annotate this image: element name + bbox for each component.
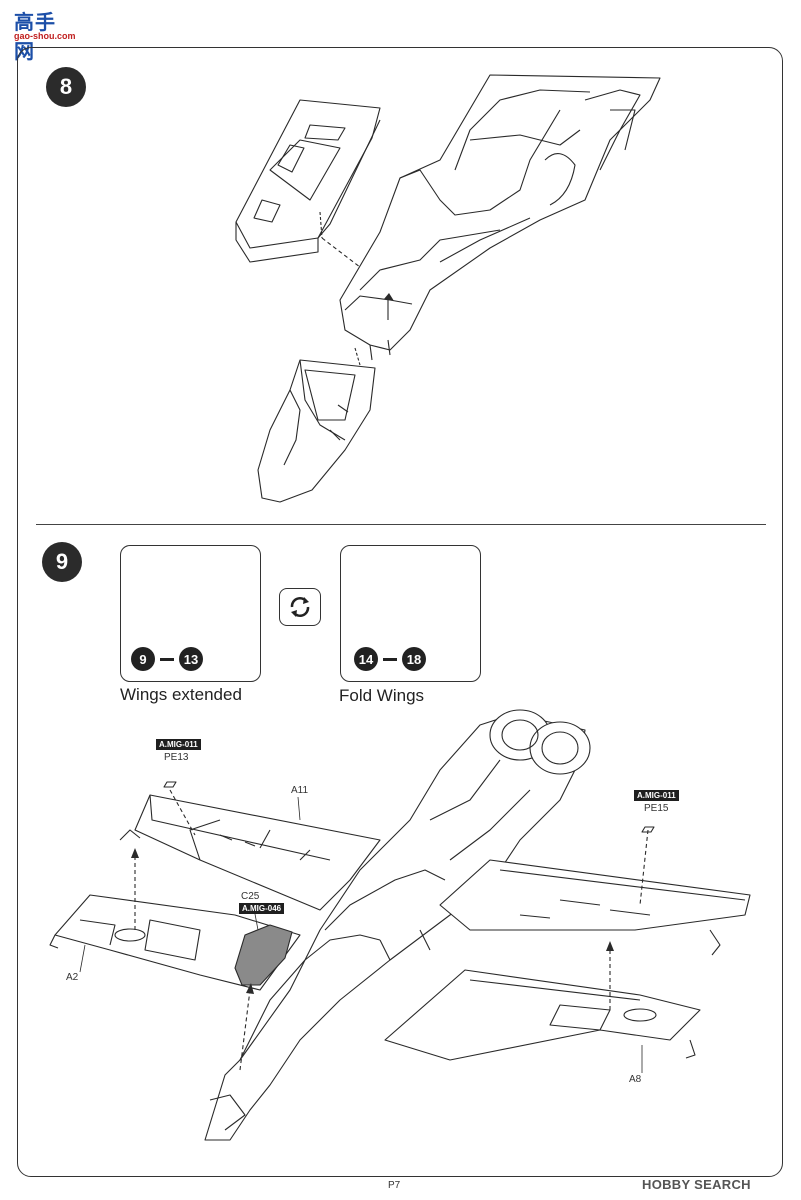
caption-wings-extended: Wings extended	[120, 685, 242, 704]
watermark-site-text: gao-shou.com	[14, 31, 76, 41]
label-pe13: PE13	[164, 752, 189, 763]
nose-section	[257, 347, 376, 503]
label-a11: A11	[291, 785, 309, 796]
range-start-badge: 14	[354, 647, 378, 671]
inset-2-step-range: 14 18	[354, 647, 426, 671]
right-wing	[439, 859, 751, 956]
range-dash	[383, 657, 397, 661]
tag-pe13-code: A.MIG-011	[156, 739, 201, 750]
arrow-heads	[131, 293, 614, 994]
tag-c25-code: A.MIG-046	[239, 903, 285, 914]
page-frame	[17, 47, 783, 1177]
range-start-badge: 9	[131, 647, 155, 671]
step-9-badge: 9	[42, 542, 82, 582]
step-8-number: 8	[59, 74, 73, 99]
tag-pe15-code: A.MIG-011	[634, 790, 679, 801]
range-end-badge: 18	[402, 647, 426, 671]
caption-fold-wings: Fold Wings	[339, 686, 425, 705]
step-8-badge: 8	[46, 67, 86, 107]
page-number: P7	[388, 1180, 401, 1191]
outer-panel-a8	[384, 969, 701, 1061]
hobby-search-brand: HOBBY SEARCH	[642, 1177, 751, 1192]
part-pe13-shape	[163, 781, 177, 788]
step-divider	[36, 524, 766, 525]
range-dash	[160, 657, 174, 661]
inset-1-step-range: 9 13	[131, 647, 203, 671]
left-wing	[119, 794, 381, 911]
fuselage-forward	[339, 74, 661, 361]
airframe-main	[204, 709, 591, 1141]
rotate-arrows-icon	[279, 588, 321, 626]
step-9-number: 9	[55, 549, 69, 574]
range-end-badge: 13	[179, 647, 203, 671]
label-c25: C25	[241, 891, 260, 902]
label-a2: A2	[66, 972, 79, 983]
part-pe15-shape	[641, 826, 655, 833]
placement-arrows	[134, 789, 649, 1071]
label-a8: A8	[629, 1074, 642, 1085]
label-pe15: PE15	[644, 803, 669, 814]
cockpit-tub	[235, 99, 391, 291]
part-c25-shape	[234, 924, 293, 986]
